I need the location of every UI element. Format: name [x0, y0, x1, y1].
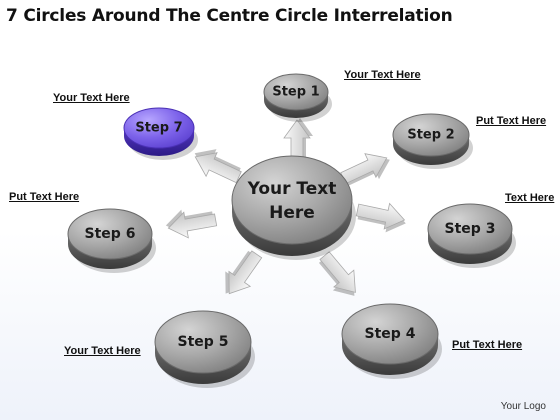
step-6-circle: Step 6 [67, 208, 156, 273]
step-7-note: Your Text Here [53, 92, 130, 104]
step-2-circle: Step 2 [392, 113, 473, 169]
step-6-label: Step 6 [85, 226, 136, 242]
arrow-to-step-7 [194, 149, 242, 184]
arrow-to-step-5 [225, 250, 263, 295]
center-text-line-2: Here [269, 203, 315, 223]
arrows-layer [165, 118, 406, 296]
step-4-label: Step 4 [365, 326, 416, 342]
step-7-label: Step 7 [135, 121, 182, 136]
step-1-circle: Step 1 [263, 73, 332, 122]
step-3-note: Text Here [505, 192, 555, 204]
step-3-label: Step 3 [445, 221, 496, 237]
arrow-to-step-6 [165, 209, 218, 239]
center-text-line-1: Your Text [247, 179, 337, 199]
step-4-note: Put Text Here [452, 339, 523, 351]
step-6-note: Put Text Here [9, 191, 80, 203]
step-1-note: Your Text Here [344, 69, 421, 81]
step-7-circle: Step 7 [123, 107, 198, 160]
arrow-to-step-4 [318, 251, 356, 296]
step-5-label: Step 5 [178, 334, 229, 350]
step-1-label: Step 1 [272, 85, 319, 100]
logo-text: Your Logo [500, 401, 546, 412]
step-5-note: Your Text Here [64, 345, 141, 357]
step-2-note: Put Text Here [476, 115, 547, 127]
step-3-circle: Step 3 [427, 203, 516, 268]
arrow-to-step-2 [340, 153, 390, 186]
page-title: 7 Circles Around The Centre Circle Inter… [6, 6, 453, 26]
step-5-circle: Step 5 [154, 310, 255, 388]
arrow-to-step-3 [355, 202, 406, 233]
step-2-label: Step 2 [407, 128, 454, 143]
step-4-circle: Step 4 [341, 303, 442, 379]
